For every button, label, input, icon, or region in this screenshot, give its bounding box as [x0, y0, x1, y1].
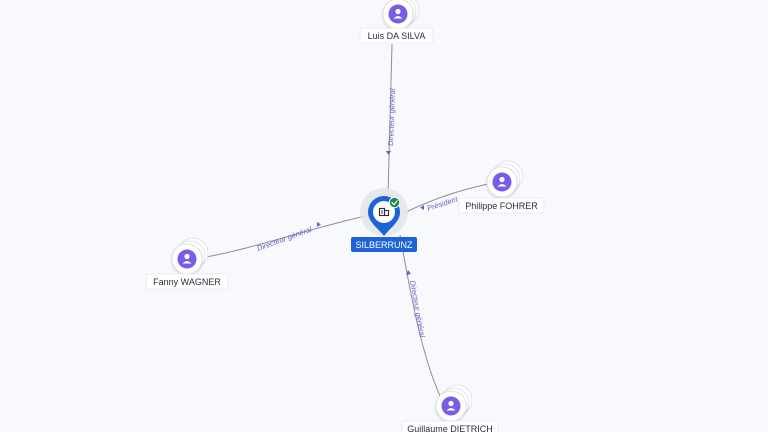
person-icon	[441, 396, 461, 416]
person-node-luis[interactable]: Luis DA SILVA	[359, 0, 434, 44]
edge-luis[interactable]	[387, 43, 393, 196]
edges	[199, 43, 489, 397]
arrow-icon	[386, 151, 391, 155]
company-node[interactable]: SILBERRUNZ	[351, 188, 417, 252]
person-node-guillaume[interactable]: Guillaume DIETRICH	[401, 384, 499, 432]
edge-label-fanny: Directeur général	[256, 225, 313, 253]
person-name-luis: Luis DA SILVA	[368, 31, 426, 41]
person-name-fanny: Fanny WAGNER	[153, 277, 221, 287]
edge-labels: Directeur général Président Directeur gé…	[256, 88, 460, 338]
edge-label-luis: Directeur général	[386, 88, 397, 146]
arrow-icon	[420, 205, 424, 210]
person-icon	[177, 249, 197, 269]
person-name-philippe: Philippe FOHRER	[465, 201, 538, 211]
edge-philippe[interactable]	[401, 183, 489, 215]
person-icon	[388, 4, 408, 24]
person-node-fanny[interactable]: Fanny WAGNER	[145, 237, 229, 290]
arrow-icon	[317, 222, 321, 227]
arrow-icon	[406, 270, 411, 275]
edge-fanny[interactable]	[199, 214, 371, 259]
person-name-guillaume: Guillaume DIETRICH	[407, 424, 493, 432]
building-icon	[378, 207, 390, 217]
company-name: SILBERRUNZ	[355, 240, 413, 250]
edge-label-guillaume: Directeur général	[408, 280, 427, 339]
person-node-philippe[interactable]: Philippe FOHRER	[458, 160, 545, 214]
person-icon	[492, 172, 512, 192]
check-icon	[388, 196, 401, 209]
edge-guillaume[interactable]	[399, 234, 441, 397]
edge-arrows	[317, 151, 424, 275]
